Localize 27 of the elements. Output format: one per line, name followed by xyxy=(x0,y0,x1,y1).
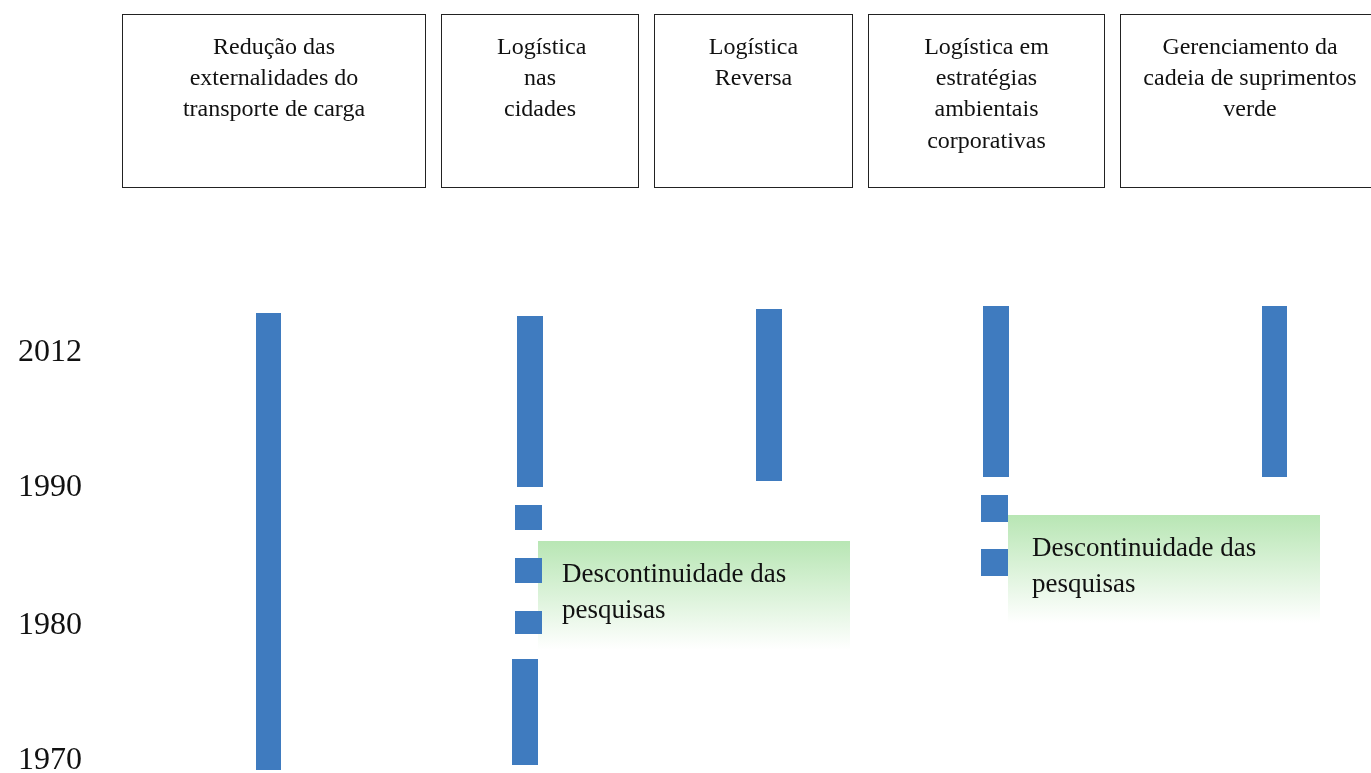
topic-title: Gerenciamento da cadeia de suprimentos verde xyxy=(1143,33,1357,122)
topic-box xyxy=(122,14,426,188)
timeline-bar xyxy=(756,309,782,481)
topic-title: Redução das externalidades do transporte de carga xyxy=(182,33,366,122)
topic-box xyxy=(1120,14,1371,188)
topic-title: Logística nas cidades xyxy=(497,33,587,122)
timeline-bar xyxy=(981,549,1008,576)
year-label: 2012 xyxy=(18,332,82,369)
year-label: 1990 xyxy=(18,467,82,504)
topic-title: Logística em estratégias ambientais corporativas xyxy=(924,33,1049,153)
topic-box xyxy=(441,14,639,188)
timeline-bar xyxy=(983,306,1009,477)
topic-box xyxy=(868,14,1105,188)
year-label: 1980 xyxy=(18,605,82,642)
note-text: Descontinuidade das pesquisas xyxy=(562,558,787,625)
timeline-bar xyxy=(515,505,542,530)
year-label: 1970 xyxy=(18,740,82,773)
timeline-bar xyxy=(256,313,281,770)
note-text: Descontinuidade das pesquisas xyxy=(1032,532,1257,599)
timeline-bar xyxy=(517,316,543,487)
timeline-bar xyxy=(981,495,1008,522)
timeline-bar xyxy=(1262,306,1287,477)
topic-box xyxy=(654,14,853,188)
timeline-bar xyxy=(515,558,542,583)
topic-title: Logística Reversa xyxy=(708,33,799,91)
timeline-bar xyxy=(512,659,538,765)
timeline-bar xyxy=(515,611,542,634)
